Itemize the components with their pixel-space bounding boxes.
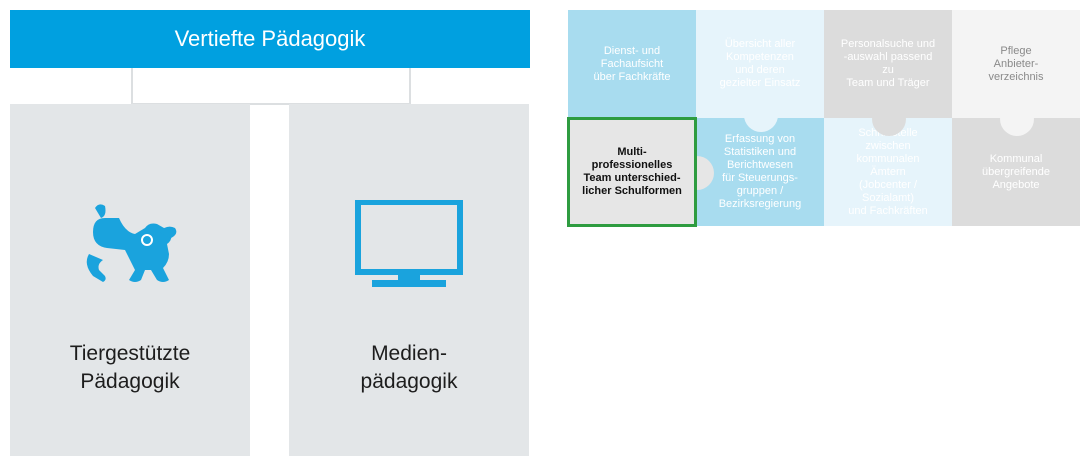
puzzle-knob <box>744 98 778 132</box>
puzzle-piece-text: Kommunal übergreifende Angebote <box>982 152 1050 191</box>
puzzle-grid: Dienst- und Fachaufsicht über Fachkräfte… <box>567 10 1080 227</box>
card-tiergestuetzte-paedagogik[interactable]: Tiergestützte Pädagogik <box>10 104 250 456</box>
puzzle-piece-anbieterverzeichnis[interactable]: Pflege Anbieter- verzeichnis <box>952 10 1080 118</box>
card-label-line: Pädagogik <box>80 370 180 393</box>
puzzle-piece-dienstaufsicht[interactable]: Dienst- und Fachaufsicht über Fachkräfte <box>568 10 696 118</box>
puzzle-piece-text: Dienst- und Fachaufsicht über Fachkräfte <box>593 44 671 83</box>
connector-line <box>131 68 133 104</box>
card-medienpaedagogik[interactable]: Medien- pädagogik <box>289 104 529 456</box>
header-vertiefte-paedagogik: Vertiefte Pädagogik <box>10 10 530 68</box>
connector-line <box>131 103 410 105</box>
card-label-line: Tiergestützte <box>69 342 191 365</box>
header-title: Vertiefte Pädagogik <box>174 26 366 51</box>
puzzle-piece-text: Multi-professionelles Team unterschied- … <box>582 146 682 197</box>
card-label-line: pädagogik <box>360 370 458 393</box>
puzzle-piece-text: Personalsuche und -auswahl passend zu Te… <box>840 38 936 89</box>
puzzle-knob <box>1000 102 1034 136</box>
card-label-line: Medien- <box>371 342 447 365</box>
puzzle-knob <box>872 102 906 136</box>
connector-line <box>409 68 411 104</box>
card-label: Medien- pädagogik <box>289 340 529 396</box>
puzzle-piece-personalsuche[interactable]: Personalsuche und -auswahl passend zu Te… <box>824 10 952 118</box>
puzzle-piece-text: Übersicht aller Kompetenzen und deren ge… <box>719 38 801 89</box>
monitor-icon <box>289 200 529 290</box>
puzzle-piece-schnittstelle[interactable]: Schnittstelle zwischen kommunalen Ämtern… <box>824 118 952 226</box>
puzzle-piece-text: Pflege Anbieter- verzeichnis <box>988 44 1044 83</box>
puzzle-piece-text: Schnittstelle zwischen kommunalen Ämtern… <box>848 127 928 217</box>
puzzle-piece-kommunal[interactable]: Kommunal übergreifende Angebote <box>952 118 1080 226</box>
dog-icon <box>10 200 250 290</box>
card-label: Tiergestützte Pädagogik <box>10 340 250 396</box>
puzzle-piece-multiprofessionelles-team[interactable]: Multi-professionelles Team unterschied- … <box>567 117 697 227</box>
puzzle-piece-text: Erfassung von Statistiken und Berichtwes… <box>718 133 802 210</box>
puzzle-piece-statistiken[interactable]: Erfassung von Statistiken und Berichtwes… <box>696 118 824 226</box>
